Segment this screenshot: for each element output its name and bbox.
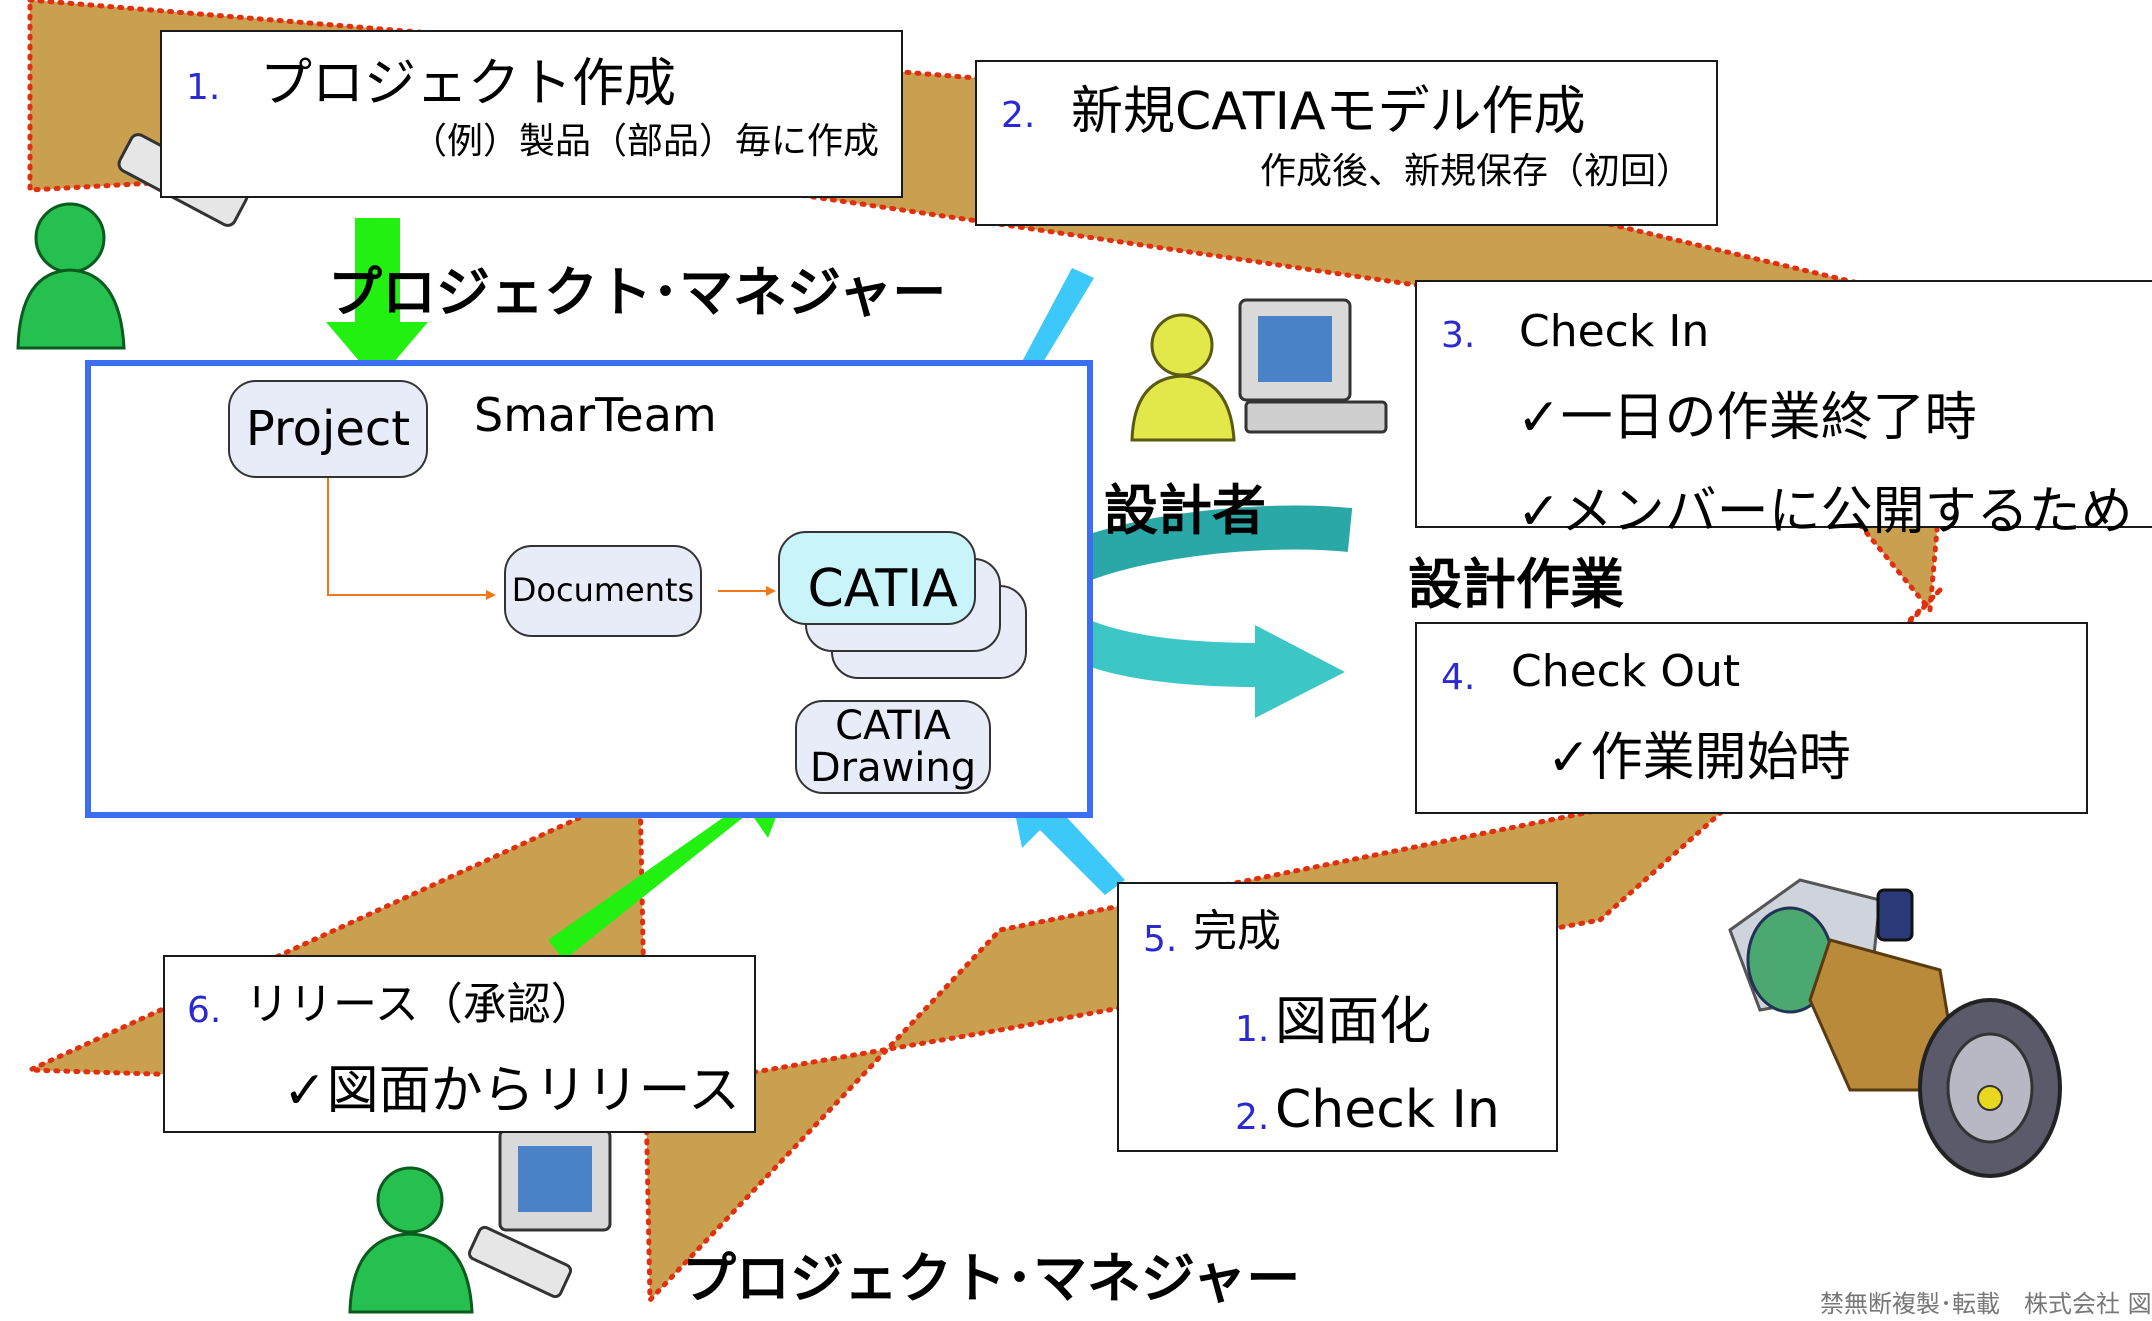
step-4-number: 4. [1441, 657, 1476, 698]
step-5-number: 5. [1143, 919, 1178, 960]
catia-drawing-node: CATIA Drawing [795, 700, 991, 794]
step-2-title: 新規CATIAモデル作成 [1071, 82, 1586, 142]
step-4-box: 4. Check Out ✓作業開始時 [1415, 622, 2088, 814]
step-6-title: リリース（承認） [245, 979, 595, 1030]
catia-node-label: CATIA [807, 559, 958, 620]
step-2-sub: 作成後、新規保存（初回） [1259, 151, 1692, 192]
pm-bottom-label: プロジェクト･マネジャー [682, 1247, 1301, 1310]
documents-node-label: Documents [511, 571, 695, 610]
catia-node: CATIA [778, 531, 976, 625]
part-model-image [1728, 878, 2062, 1178]
cycle-band-bottom [28, 588, 1942, 1307]
catia-drawing-label-2: Drawing [809, 745, 977, 791]
step-1-box: 1. プロジェクト作成 （例）製品（部品）毎に作成 [160, 30, 903, 198]
step-1-title: プロジェクト作成 [260, 54, 677, 114]
design-work-label: 設計作業 [1408, 553, 1624, 616]
green-arrow-create [326, 218, 428, 382]
connector-project-documents [327, 478, 496, 600]
step-2-box: 2. 新規CATIAモデル作成 作成後、新規保存（初回） [975, 60, 1718, 226]
step-1-sub: （例）製品（部品）毎に作成 [410, 121, 879, 162]
step-5-item-1-text: 図面化 [1275, 992, 1432, 1052]
step-6-item-1: ✓図面からリリース [283, 1061, 740, 1121]
catia-drawing-label-1: CATIA [835, 703, 951, 749]
step-3-box: 3. Check In ✓一日の作業終了時 ✓メンバーに公開するため [1415, 280, 2152, 538]
step-3-number: 3. [1441, 315, 1476, 356]
step-6-number: 6. [187, 990, 222, 1031]
step-2-number: 2. [1001, 95, 1036, 136]
step-3-title: Check In [1519, 306, 1710, 357]
smarteam-title: SmarTeam [474, 388, 717, 442]
step-5-item-2-text: Check In [1275, 1080, 1500, 1140]
copyright-notice: 禁無断複製･転載 株式会社 図研 [1820, 1290, 2152, 1318]
step-6-box: 6. リリース（承認） ✓図面からリリース [163, 955, 756, 1133]
project-node-label: Project [245, 400, 411, 457]
step-1-number: 1. [186, 67, 221, 108]
step-4-title: Check Out [1511, 646, 1741, 697]
step-5-item-1-number: 1. [1235, 1009, 1270, 1050]
step-5-item-2-number: 2. [1235, 1097, 1270, 1138]
designer-label: 設計者 [1104, 479, 1266, 542]
project-node: Project [228, 380, 428, 478]
pm-top-person-icon [16, 133, 249, 350]
pm-top-label: プロジェクト･マネジャー [328, 261, 947, 324]
step-5-box: 5. 完成 1. 図面化 2. Check In [1117, 882, 1558, 1152]
step-4-item-1: ✓作業開始時 [1547, 728, 1851, 788]
step-3-item-2: ✓メンバーに公開するため [1517, 482, 2133, 542]
designer-person-icon [1130, 298, 1388, 442]
documents-node: Documents [504, 545, 702, 637]
step-5-title: 完成 [1193, 906, 1281, 957]
step-3-item-1: ✓一日の作業終了時 [1517, 388, 1977, 448]
pm-bottom-person-icon [348, 1128, 612, 1314]
